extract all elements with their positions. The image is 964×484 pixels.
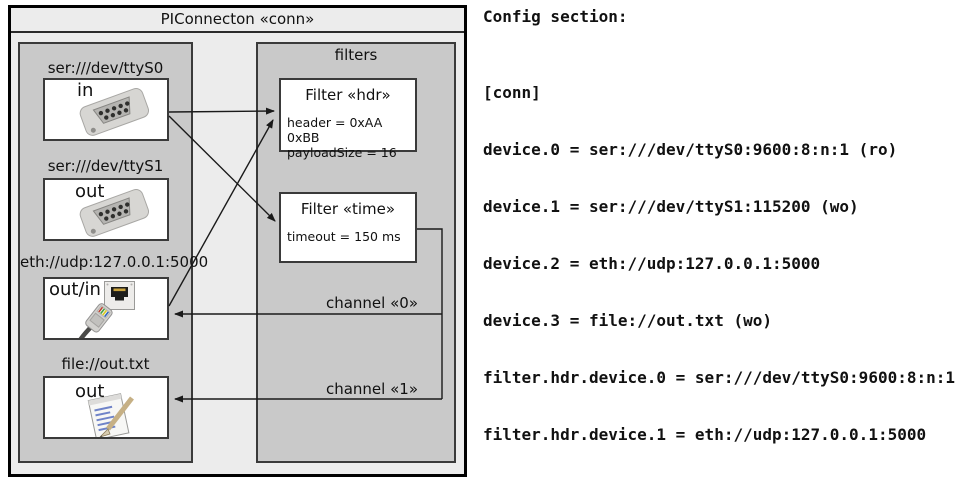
config-line: device.1 = ser:///dev/ttyS1:115200 (wo): [483, 197, 859, 216]
device-direction: out: [75, 181, 105, 202]
filters-group-label: filters: [334, 46, 378, 64]
config-line: device.3 = file://out.txt (wo): [483, 311, 772, 330]
device-direction: out: [75, 381, 105, 402]
filter-title: Filter «hdr»: [305, 86, 391, 104]
config-line: filter.hdr.device.0 = ser:///dev/ttyS0:9…: [483, 368, 956, 387]
device-label-ttys0: ser:///dev/ttyS0: [47, 59, 164, 77]
device-label-eth: eth://udp:127.0.0.1:5000: [20, 253, 209, 271]
device-label-ttys1: ser:///dev/ttyS1: [47, 157, 164, 175]
device-box-ttys1: out: [43, 178, 169, 241]
ethernet-plug-icon: [78, 303, 113, 338]
config-line: filter.hdr.device.1 = eth://udp:127.0.0.…: [483, 425, 927, 444]
device-direction: out/in: [49, 279, 101, 300]
config-heading: Config section:: [483, 7, 628, 26]
ethernet-jack-icon: [104, 281, 135, 310]
device-direction: in: [77, 80, 94, 101]
config-line: [conn]: [483, 83, 541, 102]
filter-box-hdr: Filter «hdr» header = 0xAA 0xBB payloadS…: [279, 78, 417, 160]
channel-0-label: channel «0»: [325, 294, 418, 312]
device-box-ttys0: in: [43, 78, 169, 141]
device-box-file: out: [43, 376, 169, 439]
filter-attribute: header = 0xAA 0xBB: [287, 115, 383, 145]
serial-connector-icon: [79, 88, 150, 136]
diagram-title: PIConnecton «conn»: [11, 8, 464, 33]
filter-title: Filter «time»: [300, 200, 396, 218]
device-label-file: file://out.txt: [61, 355, 150, 373]
config-line: device.2 = eth://udp:127.0.0.1:5000: [483, 254, 821, 273]
notepad-icon: [87, 393, 134, 437]
filter-attribute: timeout = 150 ms: [287, 229, 401, 244]
channel-1-label: channel «1»: [325, 380, 418, 398]
config-line: device.0 = ser:///dev/ttyS0:9600:8:n:1 (…: [483, 140, 898, 159]
config-listing: [conn] device.0 = ser:///dev/ttyS0:9600:…: [483, 45, 964, 484]
filter-box-time: Filter «time» timeout = 150 ms: [279, 192, 417, 263]
device-box-eth: out/in: [43, 277, 169, 340]
filter-attribute: payloadSize = 16: [287, 145, 397, 160]
serial-connector-icon: [79, 189, 150, 237]
config-line: filter.hdr.splitMode = header: [483, 482, 964, 484]
